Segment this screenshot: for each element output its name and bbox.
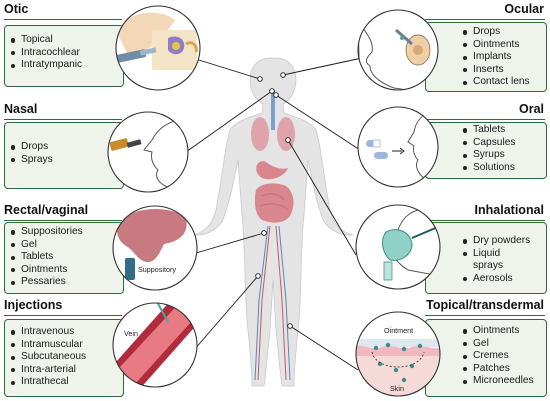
ocular-title: Ocular [504, 2, 544, 16]
injections-illustration: Vein [112, 302, 198, 388]
list-item: Intracochlear [10, 47, 123, 60]
nasal-box: Drops Sprays [4, 122, 124, 189]
list-item: Intrathecal [10, 376, 123, 389]
list-item: Pessaries [10, 276, 123, 289]
oral-title: Oral [518, 102, 544, 116]
arteries [257, 225, 287, 381]
injections-box: Intravenous Intramuscular Subcutaneous I… [4, 319, 124, 397]
list-item: Ointments [462, 325, 546, 338]
oral-illustration [357, 106, 439, 188]
otic-box: Topical Intracochlear Intratympanic [4, 25, 124, 87]
list-item: Subcutaneous [10, 351, 123, 364]
rectal-box: Suppositories Gel Tablets Ointments Pess… [4, 222, 124, 294]
nasal-illustration [107, 111, 189, 193]
list-item: Implants [462, 51, 546, 64]
list-item: Syrups [462, 149, 546, 162]
rectal-title: Rectal/vaginal [4, 203, 89, 217]
ocular-rule [425, 19, 545, 20]
list-item: Ointments [462, 39, 546, 52]
inhalational-illustration [355, 204, 441, 290]
list-item: Gel [10, 239, 123, 252]
list-item: Tablets [10, 251, 123, 264]
list-item: Topical [10, 34, 123, 47]
otic-illustration [115, 5, 201, 91]
connector-lines [185, 55, 363, 371]
ocular-box: Drops Ointments Implants Inserts Contact… [425, 22, 547, 92]
list-item: Inserts [462, 64, 546, 77]
list-item: Dry powders [462, 235, 546, 248]
stomach [256, 161, 288, 180]
veins [254, 225, 291, 381]
list-item: Liquid sprays [462, 248, 519, 273]
inhalational-rule [425, 220, 545, 221]
list-item: Solutions [462, 162, 546, 175]
list-item: Sprays [10, 154, 123, 167]
list-item: Intravenous [10, 326, 123, 339]
human-body [192, 57, 354, 387]
connector-dots [255, 72, 293, 329]
rectal-rule [4, 220, 122, 221]
ocular-illustration [357, 9, 439, 91]
otic-title: Otic [4, 2, 29, 16]
list-item: Patches [462, 363, 546, 376]
inhalational-box: Dry powders Liquid sprays Aerosols [425, 222, 547, 294]
list-item: Cremes [462, 350, 546, 363]
topical-title: Topical/transdermal [426, 298, 544, 312]
oral-box: Tablets Capsules Syrups Solutions [425, 122, 547, 179]
list-item: Drops [462, 26, 546, 39]
lungs-left [251, 117, 269, 151]
nasal-rule [4, 119, 122, 120]
list-item: Intratympanic [10, 59, 123, 72]
list-item: Gel [462, 338, 546, 351]
lungs-right [277, 117, 295, 151]
inhalational-title: Inhalational [474, 203, 544, 217]
list-item: Tablets [462, 124, 546, 137]
injections-rule [4, 315, 122, 316]
oral-rule [425, 119, 545, 120]
list-item: Contact lens [462, 76, 546, 89]
list-item: Intramuscular [10, 339, 123, 352]
topical-illustration: Ointment Skin [355, 311, 441, 397]
list-item: Drops [10, 141, 123, 154]
list-item: Ointments [10, 264, 123, 277]
list-item: Capsules [462, 137, 546, 150]
skin-label: Skin [390, 384, 404, 393]
intestines [254, 183, 294, 223]
nasal-title: Nasal [4, 102, 38, 116]
vein-label: Vein [124, 329, 138, 338]
list-item: Aerosols [462, 273, 546, 286]
rectal-illustration: Suppository [112, 205, 198, 291]
suppository-label: Suppository [138, 265, 176, 274]
ointment-label: Ointment [384, 326, 413, 335]
list-item: Suppositories [10, 226, 123, 239]
injections-title: Injections [4, 298, 63, 312]
list-item: Microneedles [462, 375, 546, 388]
otic-rule [4, 19, 122, 20]
topical-rule [425, 315, 545, 316]
topical-box: Ointments Gel Cremes Patches Microneedle… [425, 319, 547, 397]
list-item: Intra-arterial [10, 364, 123, 377]
